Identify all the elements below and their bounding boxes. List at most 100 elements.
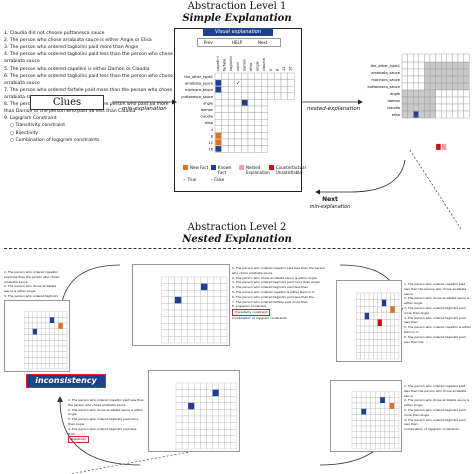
next-button[interactable]: Next	[258, 40, 268, 45]
row-label: 8	[211, 134, 213, 138]
mini-cell	[356, 397, 362, 404]
mini-cell	[389, 391, 395, 398]
mini-cell	[194, 329, 202, 337]
mini-cell	[351, 425, 357, 432]
mini-cell	[365, 402, 371, 409]
mini-cell	[200, 429, 207, 436]
mini-cell	[62, 351, 68, 358]
mini-cell	[175, 422, 183, 430]
mini-cell	[194, 409, 201, 417]
mini-cell	[394, 414, 400, 421]
mini-cell	[212, 409, 219, 417]
mini-cell	[194, 283, 202, 291]
filled-cell	[215, 132, 222, 139]
col-label: 12	[282, 67, 286, 71]
col-label: elisa	[249, 63, 253, 71]
mini-cell	[351, 431, 357, 438]
mini-line: 2. The person who chose arrabiata sauce …	[232, 275, 317, 280]
mini-cell	[49, 345, 55, 352]
mini-cell	[32, 351, 38, 358]
mini-cell	[380, 443, 386, 450]
mini-cell	[62, 334, 68, 341]
mini-cell	[213, 290, 221, 297]
mini-cell	[370, 437, 376, 444]
col-label: capellini	[216, 56, 220, 71]
grid-cell[interactable]	[260, 145, 268, 153]
mini-cell	[212, 415, 219, 423]
mini-cell	[212, 422, 219, 430]
mini-cell	[390, 352, 395, 360]
mini-cell	[41, 345, 46, 352]
mini-cell	[375, 402, 381, 409]
mini-cell	[207, 303, 215, 311]
mini-cell	[218, 435, 225, 443]
mini-cell	[356, 325, 361, 333]
mini-cell	[356, 391, 362, 398]
mini-cell	[370, 391, 376, 398]
mini-line: 1. The person who ordered capellini paid…	[232, 266, 325, 275]
mini-cell	[377, 325, 383, 333]
grid-cell[interactable]	[287, 92, 295, 100]
mini-cell	[394, 352, 400, 360]
mini-cell	[368, 319, 374, 327]
mini-cell	[373, 352, 378, 360]
mini-cell	[181, 290, 189, 297]
grid-cell[interactable]	[463, 110, 470, 119]
mini-cell	[194, 276, 202, 284]
mini-cell	[49, 351, 55, 358]
mini-cell	[24, 345, 29, 352]
mini-cell	[188, 422, 195, 430]
nested-step-2-text: 1. The person who ordered capellini paid…	[404, 282, 471, 344]
mini-cell	[230, 409, 238, 417]
mini-cell	[187, 296, 195, 304]
mini-cell	[368, 312, 374, 320]
mini-filled-cell	[361, 408, 367, 415]
mini-cell	[24, 363, 29, 370]
row-label: 16	[209, 148, 213, 152]
mini-cell	[194, 429, 201, 436]
row-label: angie	[203, 101, 213, 105]
mini-cell	[386, 306, 391, 313]
mini-cell	[181, 389, 189, 397]
mini-cell	[45, 351, 51, 358]
prev-button[interactable]: Prev	[204, 40, 213, 45]
row-label: marinara_sauce	[371, 78, 400, 82]
mini-cell	[394, 325, 400, 333]
mini-cell	[28, 334, 33, 341]
mini-cell	[377, 292, 383, 300]
mini-grid	[161, 276, 228, 344]
next-sub-label: min-explanation	[309, 204, 351, 210]
mini-cell	[32, 340, 38, 347]
mini-cell	[32, 334, 38, 341]
mini-cell	[373, 339, 378, 346]
mini-cell	[364, 319, 370, 327]
mini-line: 4. The person who ordered tagliolini pai…	[232, 285, 309, 290]
mini-cell	[207, 290, 215, 297]
row-label: claudia	[200, 115, 213, 119]
mini-cell	[58, 311, 63, 318]
col-label: damon	[242, 59, 246, 71]
mini-cell	[24, 322, 29, 329]
mini-cell	[384, 443, 390, 450]
mini-filled-cell	[200, 283, 208, 291]
nested-step-2	[336, 280, 402, 362]
mini-cell	[181, 316, 189, 324]
mini-cell	[220, 309, 228, 317]
mini-cell	[62, 340, 68, 347]
mini-cell	[32, 311, 38, 318]
mini-cell	[181, 442, 189, 450]
constraint-2: ○ Bijectivity	[10, 130, 39, 136]
mini-cell	[206, 435, 213, 443]
row-label: 4	[211, 128, 214, 132]
mini-cell	[394, 408, 400, 415]
mini-cell	[175, 415, 183, 423]
mini-cell	[356, 312, 361, 320]
mini-cell	[224, 409, 232, 417]
mini-cell	[200, 402, 207, 410]
help-button[interactable]: HELP	[232, 40, 243, 45]
mini-cell	[206, 442, 213, 450]
mini-cell	[365, 397, 371, 404]
mini-cell	[28, 363, 33, 370]
mini-cell	[389, 437, 395, 444]
